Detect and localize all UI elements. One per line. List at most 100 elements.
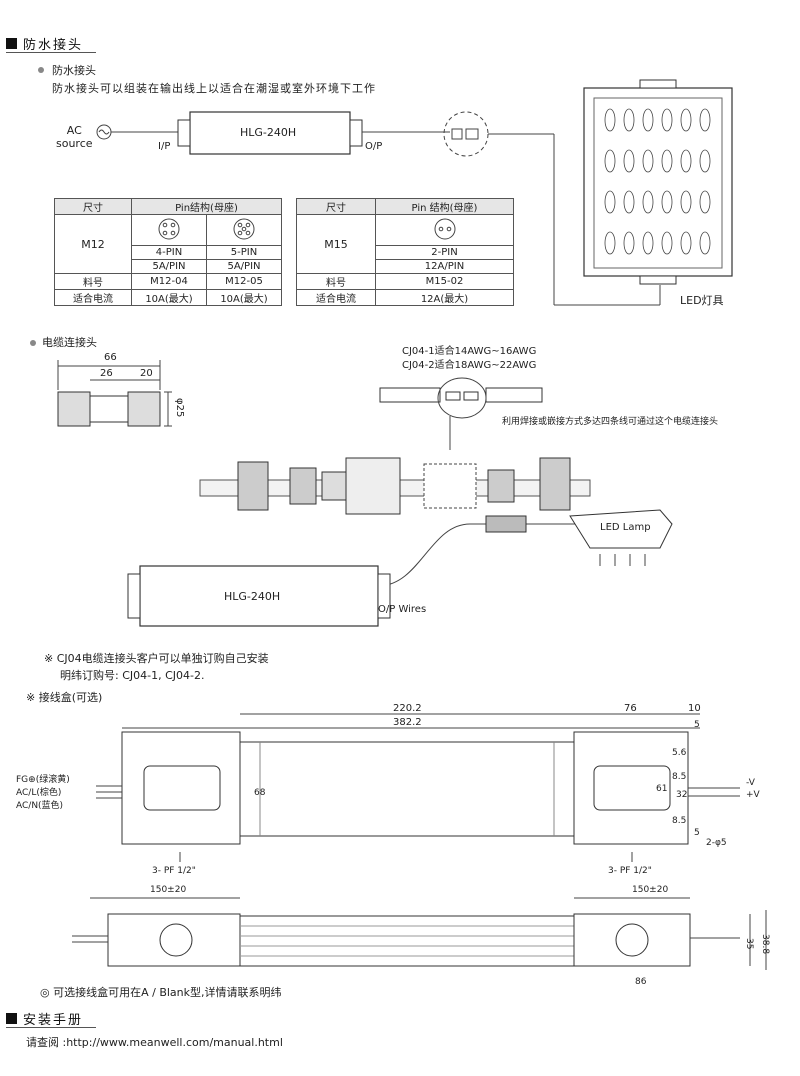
led-fixture-label: LED灯具 [680,294,724,307]
table-header: Pin结构(母座) [131,198,282,215]
led-chip [642,190,654,214]
dim-26: 26 [100,368,113,379]
table-cell: 适合电流 [296,289,376,306]
led-chip [680,231,692,255]
driver-label-2: HLG-240H [224,590,281,603]
table-cell: 2-PIN [375,245,514,260]
table-header: 尺寸 [296,198,376,215]
dim-66: 66 [104,352,117,363]
table-cell: 适合电流 [54,289,132,306]
led-chip [699,149,711,173]
led-chip [623,190,635,214]
gland-nut-left [237,461,269,511]
table-cell: 5-PIN [206,245,282,260]
dim-150-right: 150±20 [632,885,669,895]
connector-body [89,395,129,423]
led-chip [661,190,673,214]
dim-220: 220.2 [393,703,422,714]
table-cell: 12A/PIN [375,259,514,274]
led-chip [604,108,616,132]
led-chip [642,231,654,255]
junction-title: ※ 接线盒(可选) [26,691,103,704]
led-chip [623,231,635,255]
led-chip [623,108,635,132]
table-m12: 尺寸 Pin结构(母座) M12 4-PIN 5-PIN 5A/PIN 5A/P… [54,198,282,306]
manual-link[interactable]: 请查阅 :http://www.meanwell.com/manual.html [26,1036,283,1049]
cj04-2-label: CJ04-2适合18AWG~22AWG [402,360,537,371]
section-title: 防水接头 [23,37,84,53]
dim-76: 76 [624,703,637,714]
table-cell: M15-02 [375,273,514,290]
table-cell: M12-04 [131,273,207,290]
led-chip [680,108,692,132]
dim-38-8: 38.8 [760,934,770,955]
dim-8-5b: 8.5 [672,816,687,826]
acn-label: AC/N(蓝色) [16,801,64,811]
section-title: 安装手册 [23,1012,84,1028]
dim-32: 32 [676,790,688,800]
led-lamp-label: LED Lamp [600,522,651,533]
pf-left-label: 3- PF 1/2" [152,866,196,876]
led-chip [661,149,673,173]
table-cell: 12A(最大) [375,289,514,306]
section-underline [6,1027,96,1028]
table-cell: M15 [296,214,376,274]
led-chip [661,231,673,255]
table-cell: M12 [54,214,132,274]
table-cell: 5A/PIN [131,259,207,274]
led-chip [604,231,616,255]
pin-5-diagram [206,214,282,246]
inline-connector [485,515,527,533]
ac-source-label: AC source [56,124,93,150]
dim-382: 382.2 [393,717,422,728]
led-chip [642,108,654,132]
table-header: Pin 结构(母座) [375,198,514,215]
cable-note: 利用焊接或嵌接方式多达四条线可通过这个电缆连接头 [502,417,719,427]
waterproof-desc: 防水接头可以组装在输出线上以适合在潮湿或室外环境下工作 [52,82,376,95]
dim-20: 20 [140,368,153,379]
gland-nut-right [539,457,571,511]
driver-body-side [239,915,575,967]
bullet-icon [38,67,44,73]
led-chip [699,190,711,214]
section-header-install: 安装手册 [6,1008,83,1028]
dim-10: 10 [688,703,701,714]
led-chip [642,149,654,173]
cj04-1-label: CJ04-1适合14AWG~16AWG [402,346,537,357]
table-cell: 10A(最大) [131,289,207,306]
dim-5: 5 [694,720,700,730]
connector-nut-left [57,391,91,427]
junction-note: ◎ 可选接线盒可用在A / Blank型,详情请联系明纬 [40,986,282,999]
pin-4-diagram [131,214,207,246]
v-pos-label: +V [746,790,760,800]
cable-note-1: ※ CJ04电缆连接头客户可以单独订购自己安装 [44,652,269,665]
dim-5-6: 5.6 [672,748,687,758]
table-cell: M12-05 [206,273,282,290]
hole-label: 2-φ5 [706,838,727,848]
section-header-waterproof: 防水接头 [6,33,83,53]
bullet-icon [30,340,36,346]
led-lamp [569,509,673,549]
dim-35: 35 [744,938,754,950]
op-label: O/P [365,141,383,152]
connector-housing [345,457,401,515]
section-underline [6,52,96,53]
pf-right-label: 3- PF 1/2" [608,866,652,876]
led-chip [623,149,635,173]
ip-label: I/P [158,141,171,152]
op-wires-label: O/P Wires [378,604,427,615]
cable-diagram [57,360,673,627]
led-chip [661,108,673,132]
cable-subtitle: 电缆连接头 [42,336,97,349]
dim-86: 86 [635,977,647,987]
section-square-icon [6,1012,17,1024]
waterproof-subtitle: 防水接头 [52,64,96,77]
driver-label: HLG-240H [240,126,297,139]
table-cell: 10A(最大) [206,289,282,306]
table-m15: 尺寸 Pin 结构(母座) M15 2-PIN 12A/PIN 料号 M15-0… [296,198,514,306]
table-cell: 5A/PIN [206,259,282,274]
driver-body-plan [239,741,575,837]
led-chip [699,108,711,132]
led-fixture [583,87,733,277]
section-square-icon [6,37,17,49]
